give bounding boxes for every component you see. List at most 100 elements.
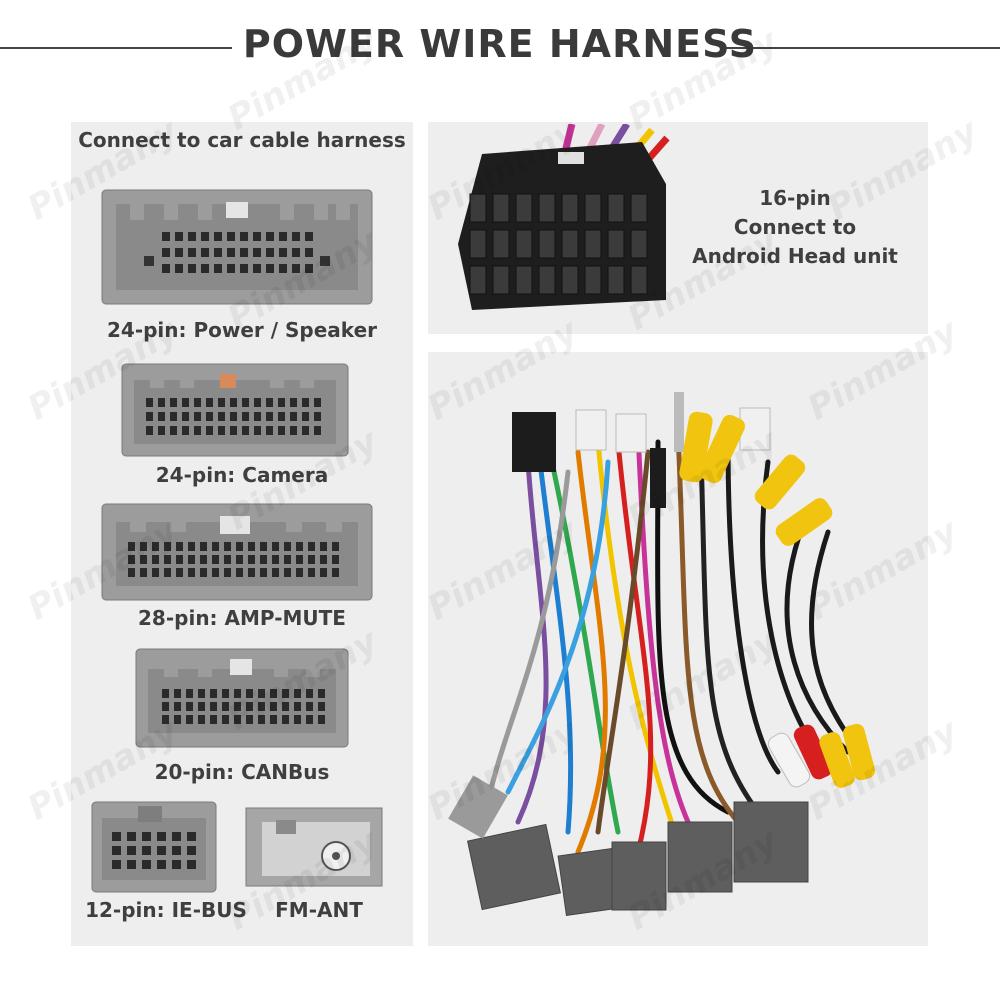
connector-pin — [236, 542, 243, 551]
connector-pin — [236, 568, 243, 577]
connector-pin — [188, 542, 195, 551]
head-unit-label-line1: 16-pin — [759, 186, 831, 210]
car-harness-heading: Connect to car cable harness — [78, 128, 406, 152]
connector-pin — [146, 412, 153, 421]
connector-pin — [332, 555, 339, 564]
connector-pin — [200, 542, 207, 551]
connector-20pin-canbus-image — [135, 648, 349, 748]
connector-pin — [278, 398, 285, 407]
connector-pin — [152, 568, 159, 577]
connector-pin — [194, 426, 201, 435]
connector-pin — [187, 860, 196, 869]
connector-pin — [172, 846, 181, 855]
connector-pin — [607, 265, 625, 295]
connector-pin — [142, 860, 151, 869]
connector-pin — [515, 229, 533, 259]
connector-pin — [561, 265, 579, 295]
connector-pin — [308, 542, 315, 551]
connector-pin — [272, 542, 279, 551]
connector-pin — [224, 555, 231, 564]
connector-pin — [630, 265, 648, 295]
connector-pin — [175, 248, 183, 257]
header-rule-right — [722, 47, 1000, 49]
connector-pin — [210, 689, 217, 698]
connector-pin — [128, 542, 135, 551]
connector-pin — [296, 542, 303, 551]
connector-pin — [174, 689, 181, 698]
connector-pin — [200, 568, 207, 577]
connector-pin — [292, 264, 300, 273]
connector-pin — [162, 715, 169, 724]
connector-pin — [127, 846, 136, 855]
connector-pin — [607, 229, 625, 259]
connector-pin — [175, 232, 183, 241]
connector-16pin-headunit-image — [458, 124, 670, 310]
connector-pin — [234, 689, 241, 698]
connector-pin — [284, 568, 291, 577]
connector-pin — [630, 193, 648, 223]
connector-pin — [201, 248, 209, 257]
connector-pin — [258, 702, 265, 711]
connector-pin — [212, 542, 219, 551]
connector-pin — [186, 715, 193, 724]
connector-pin — [112, 860, 121, 869]
connector-pin — [248, 542, 255, 551]
connector-pin — [270, 715, 277, 724]
connector-pin — [162, 264, 170, 273]
connector-pin — [308, 555, 315, 564]
connector-pin — [224, 568, 231, 577]
connector-pin — [112, 832, 121, 841]
connector-pin — [258, 715, 265, 724]
connector-pin — [469, 229, 487, 259]
connector-pin — [210, 702, 217, 711]
connector-pin — [234, 702, 241, 711]
connector-pin — [561, 193, 579, 223]
connector-pin — [272, 568, 279, 577]
connector-pin — [279, 264, 287, 273]
head-unit-label-line2: Connect to — [733, 215, 857, 239]
connector-pin — [278, 412, 285, 421]
connector-pin — [292, 248, 300, 257]
connector-pin — [236, 555, 243, 564]
connector-pin — [294, 689, 301, 698]
connector-pin — [186, 702, 193, 711]
connector-pin — [294, 702, 301, 711]
connector-24pin-camera-label: 24-pin: Camera — [155, 463, 329, 487]
connector-pin — [157, 846, 166, 855]
connector-pin — [296, 568, 303, 577]
connector-pin — [607, 193, 625, 223]
connector-pin — [176, 555, 183, 564]
connector-pin — [253, 248, 261, 257]
connector-pin — [515, 265, 533, 295]
connector-pin — [174, 702, 181, 711]
connector-pin — [296, 555, 303, 564]
connector-pin — [258, 689, 265, 698]
connector-pin — [266, 264, 274, 273]
connector-pin — [164, 542, 171, 551]
connector-pin — [172, 860, 181, 869]
connector-pin — [584, 265, 602, 295]
connector-pin — [266, 248, 274, 257]
connector-pin — [158, 412, 165, 421]
connector-fm-antenna-label: FM-ANT — [275, 898, 363, 922]
connector-pin — [292, 232, 300, 241]
head-unit-label: 16-pin Connect to Android Head unit — [690, 184, 900, 271]
connector-pin — [248, 568, 255, 577]
connector-pin — [214, 232, 222, 241]
connector-pin — [176, 568, 183, 577]
connector-pin — [214, 264, 222, 273]
connector-pin — [186, 689, 193, 698]
connector-pin — [290, 398, 297, 407]
connector-pin — [210, 715, 217, 724]
connector-pin — [240, 248, 248, 257]
connector-pin — [158, 426, 165, 435]
connector-pin — [246, 689, 253, 698]
connector-pin — [246, 715, 253, 724]
connector-pin — [222, 715, 229, 724]
connector-pin — [152, 555, 159, 564]
connector-pin — [162, 248, 170, 257]
connector-pin — [230, 426, 237, 435]
connector-pin — [318, 702, 325, 711]
connector-pin — [469, 193, 487, 223]
connector-24pin-power-image — [101, 189, 373, 305]
